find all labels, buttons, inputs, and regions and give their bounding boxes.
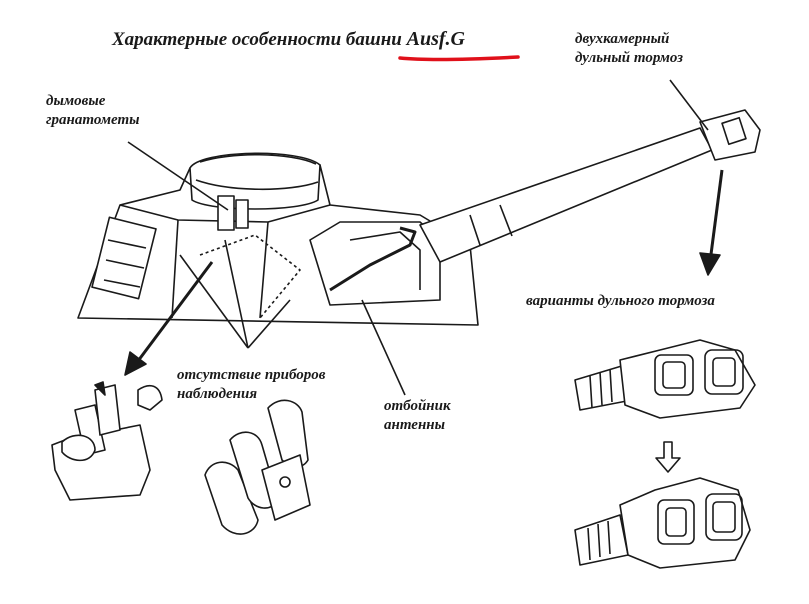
muzzle-brake-label-line1: двухкамерный [575, 31, 670, 47]
no-observation-devices-line1: отсутствие приборов [177, 367, 326, 383]
variants-arrow [655, 441, 681, 473]
title-underline [398, 55, 520, 62]
antenna-deflector-label: отбойник антенны [384, 397, 451, 435]
turret-body [77, 152, 479, 326]
antenna-deflector-line2: антенны [384, 417, 446, 433]
smoke-dischargers-label-line2: гранатометы [46, 112, 140, 128]
no-observation-devices-label: отсутствие приборов наблюдения [177, 366, 326, 404]
muzzle-brake-label: двухкамерный дульный тормоз [575, 30, 683, 68]
smoke-launcher-detail-2 [204, 399, 311, 535]
diagram-title: Характерные особенности башни Ausf.G [112, 28, 465, 51]
smoke-dischargers-label-line1: дымовые [46, 93, 106, 109]
pointer-arrows [124, 169, 724, 376]
smoke-launcher-detail-1 [51, 381, 163, 501]
smoke-dischargers-label: дымовые гранатометы [46, 92, 140, 130]
leader-lines [127, 79, 709, 396]
title-text: Характерные особенности башни [112, 29, 402, 50]
antenna-deflector-line1: отбойник [384, 398, 451, 414]
muzzle-brake-variant-2 [574, 477, 751, 569]
muzzle-brake-variant-1 [574, 339, 756, 419]
muzzle-brake-label-line2: дульный тормоз [575, 50, 684, 66]
gun-barrel [419, 109, 761, 263]
title-model: Ausf.G [406, 28, 465, 50]
no-observation-devices-line2: наблюдения [177, 386, 258, 402]
variants-label: варианты дульного тормоза [526, 293, 715, 309]
